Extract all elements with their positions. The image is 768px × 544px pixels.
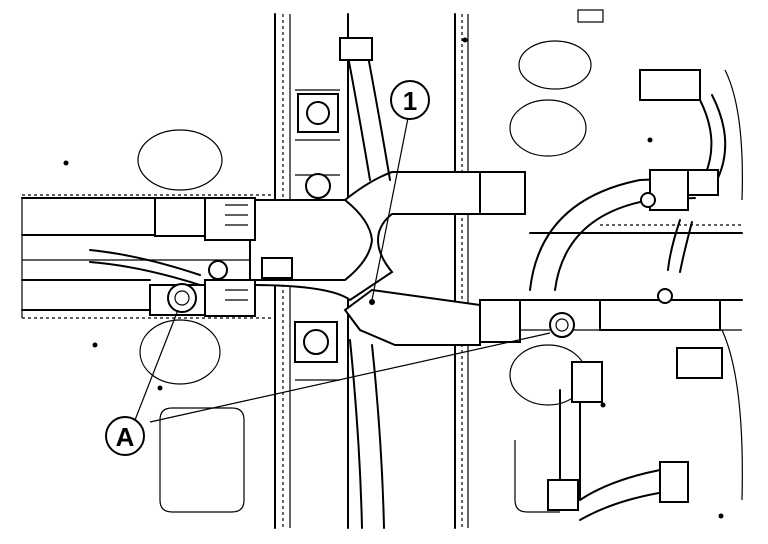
right-cross-member <box>519 224 743 379</box>
callout-1-circle <box>390 80 430 120</box>
ground-bolts-a <box>167 283 575 338</box>
leader-line-a-right <box>149 332 551 423</box>
bolts <box>208 93 339 363</box>
leader-lines <box>134 117 551 423</box>
panel-openings <box>137 40 592 513</box>
callout-1-label: 1 <box>403 86 417 116</box>
leader-line-a-left <box>134 309 179 421</box>
callout-a-circle <box>105 416 145 456</box>
callout-1: 1 <box>390 80 430 120</box>
callout-a-label: A <box>116 422 135 452</box>
callout-a: A <box>105 416 145 456</box>
connectors <box>261 37 719 511</box>
rivet-dots <box>63 37 724 519</box>
y-branch-duct <box>204 171 526 346</box>
right-panel-edge <box>577 9 743 501</box>
harness-tubes <box>89 39 727 529</box>
leader-line-1 <box>371 117 409 301</box>
